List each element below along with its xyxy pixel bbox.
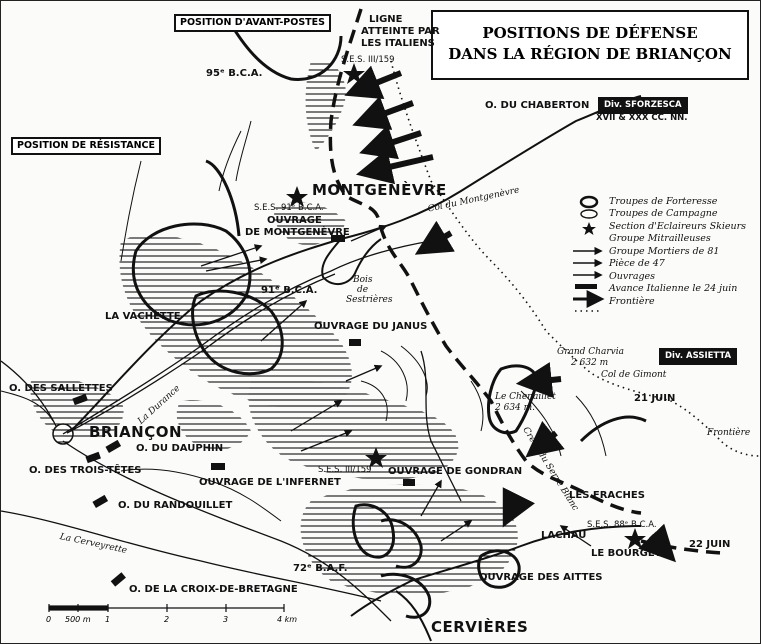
- bois-label: Bois: [353, 275, 373, 285]
- sforzesca-box: Div. SFORZESCA: [598, 97, 688, 114]
- legend-text: Troupes de Campagne: [609, 208, 718, 220]
- ouvrages-icon: [569, 270, 609, 282]
- legend-text: Ouvrages: [609, 270, 656, 282]
- ses-91-label: S.E.S. 91ᵉ B.C.A.: [254, 203, 324, 213]
- avant-postes-box: POSITION D'AVANT-POSTES: [174, 14, 331, 32]
- infernet-label: OUVRAGE DE L'INFERNET: [199, 477, 341, 488]
- briancon-label: BRIANÇON: [89, 423, 183, 441]
- scale-tick-4km: 4 km: [277, 615, 298, 624]
- groupe-mortiers-icon: [569, 245, 609, 257]
- bca-91-label: 91ᵉ B.C.A.: [261, 285, 318, 296]
- mitrailleuses-arrows: [200, 224, 592, 547]
- de-label: de: [357, 285, 369, 295]
- scale-tick-500m: 500 m: [65, 615, 91, 624]
- chenaillet-label: Le Chenaillet: [495, 392, 556, 402]
- frontiere-map-label: Frontière: [707, 428, 751, 438]
- dauphin-label: O. DU DAUPHIN: [136, 443, 224, 454]
- legend-text: Pièce de 47: [609, 258, 665, 270]
- scale-tick-3: 3: [223, 615, 229, 624]
- col-gimont-label: Col de Gimont: [601, 370, 667, 380]
- legend-row: Groupe Mortiers de 81: [569, 245, 739, 258]
- chaberton-label: O. DU CHABERTON: [485, 100, 590, 111]
- legend-text: Groupe Mortiers de 81: [609, 245, 720, 257]
- ligne-label-2: ATTEINTE PAR: [361, 26, 440, 37]
- title-line-1: POSITIONS DE DÉFENSE: [482, 24, 698, 42]
- advance-arrows: [344, 65, 676, 563]
- legend-row: Avance Italienne le 24 juin: [569, 283, 739, 296]
- ses-stars: [286, 63, 646, 549]
- frontiere-icon: [569, 295, 609, 307]
- map-title: POSITIONS DE DÉFENSE DANS LA RÉGION DE B…: [431, 10, 749, 80]
- legend-text: Section d'Eclaireurs Skieurs: [609, 220, 747, 232]
- les-fraches-label: LES FRACHES: [569, 490, 645, 501]
- gondran-label: OUVRAGE DE GONDRAN: [388, 466, 523, 477]
- ligne-label-3: LES ITALIENS: [361, 38, 435, 49]
- scale-bar: [48, 604, 285, 612]
- section-eclaireurs-icon: [569, 220, 609, 232]
- rivers: [1, 240, 462, 622]
- croix-bretagne-label: O. DE LA CROIX-DE-BRETAGNE: [129, 584, 298, 595]
- ligne-label-1: LIGNE: [369, 14, 403, 25]
- resistance-box: POSITION DE RÉSISTANCE: [11, 137, 161, 155]
- legend-row: Troupes de Campagne: [569, 208, 739, 221]
- legend-text: Frontière: [609, 295, 655, 307]
- legend-row: Troupes de Forteresse: [569, 195, 739, 208]
- legend: Troupes de Forteresse Troupes de Campagn…: [569, 195, 746, 308]
- scale-tick-2: 2: [164, 615, 170, 624]
- groupe-mitrailleuses-icon: [569, 233, 609, 245]
- troupes-forteresse-icon: [569, 195, 609, 207]
- cervieres-label: CERVIÈRES: [431, 618, 529, 636]
- legend-text: Avance Italienne le 24 juin: [609, 283, 738, 295]
- scale-tick-0: 0: [46, 615, 52, 624]
- title-line-2: DANS LA RÉGION DE BRIANÇON: [448, 45, 732, 63]
- legend-row: Section d'Eclaireurs Skieurs: [569, 220, 746, 233]
- scale-tick-1: 1: [105, 615, 111, 624]
- ouvrage-aittes-label: OUVRAGE DES AITTES: [479, 572, 603, 583]
- ridges: [1, 120, 607, 522]
- frontier-line: [390, 60, 760, 457]
- sallettes-label: O. DES SALLETTES: [9, 383, 113, 394]
- hatched-terrain: [30, 60, 518, 595]
- avance-italienne-icon: [569, 283, 609, 295]
- bca-95-label: 95ᵉ B.C.A.: [206, 68, 263, 79]
- ouvrage-montgenevre-label-1: OUVRAGE: [267, 215, 322, 226]
- legend-row: Frontière: [569, 295, 739, 308]
- piece-47-icon: [569, 258, 609, 270]
- legend-row: Pièce de 47: [569, 258, 739, 271]
- legend-icons: [573, 195, 605, 312]
- ses-3-159-top-label: S.E.S. III/159: [341, 55, 395, 65]
- assietta-box: Div. ASSIETTA: [659, 348, 738, 365]
- ouvrage-janus-label: OUVRAGE DU JANUS: [314, 321, 428, 332]
- juin-22-label: 22 JUIN: [689, 539, 731, 550]
- troupes-campagne-icon: [569, 208, 609, 220]
- randouillet-label: O. DU RANDOUILLET: [118, 500, 233, 511]
- montgenevre-label: MONTGENÈVRE: [312, 181, 447, 199]
- legend-row: Ouvrages: [569, 270, 739, 283]
- briancon-town: [52, 423, 74, 445]
- lachau-label: LACHAU: [541, 530, 587, 541]
- grand-charvia-label: Grand Charvia: [557, 347, 624, 357]
- ses-3-159-bot-label: S.E.S. III/159: [318, 465, 372, 475]
- cc-nn-label: XVII & XXX CC. NN.: [596, 113, 688, 123]
- la-vachette-label: LA VACHETTE: [105, 311, 181, 322]
- chenaillet-alt: 2 634 m.: [495, 403, 536, 413]
- ouvrage-marks: [72, 235, 415, 587]
- le-bourget-label: LE BOURGET: [591, 548, 662, 559]
- ouvrage-montgenevre-label-2: DE MONTGENÈVRE: [245, 227, 350, 238]
- baf-72-label: 72ᵉ B.A.F.: [293, 563, 348, 574]
- sestrieres-label: Sestrières: [346, 295, 393, 305]
- ses-88-label: S.E.S. 88ᵉ B.C.A.: [587, 520, 657, 530]
- juin-21-label: 21 JUIN: [634, 393, 676, 404]
- legend-row: Groupe Mitrailleuses: [569, 233, 739, 246]
- grand-charvia-alt: 2 632 m: [571, 358, 609, 368]
- legend-text: Groupe Mitrailleuses: [609, 233, 711, 245]
- trois-tetes-label: O. DES TROIS-TÊTES: [29, 465, 142, 476]
- legend-text: Troupes de Forteresse: [609, 195, 718, 207]
